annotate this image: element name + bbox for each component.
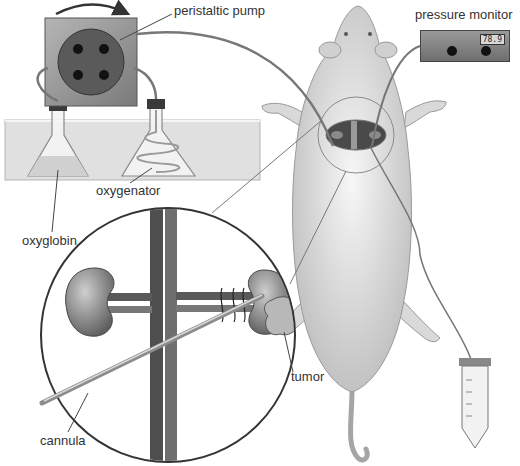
kidney <box>66 268 114 336</box>
aorta <box>150 200 163 466</box>
zoom-line <box>290 171 346 284</box>
renal-vessel <box>176 292 254 300</box>
pump-roller <box>73 70 83 80</box>
tubing <box>38 68 58 101</box>
cannula <box>42 296 262 403</box>
leader-line <box>68 393 88 432</box>
renal-vessel <box>108 306 152 313</box>
monitor-knob <box>481 46 491 56</box>
flask-stopper <box>147 99 165 109</box>
rat-tail <box>351 390 368 460</box>
tubing <box>137 32 333 146</box>
flask <box>28 110 88 176</box>
part-label: tumor <box>291 369 324 384</box>
pump-roller <box>99 44 109 54</box>
tube-cap <box>459 358 491 366</box>
flask <box>122 108 195 176</box>
inset-border <box>41 208 295 462</box>
part-label: peristaltic pump <box>174 3 265 18</box>
leader-line <box>52 170 58 232</box>
part-label: oxygenator <box>96 183 160 198</box>
cannula-highlight <box>44 295 262 401</box>
water-line <box>5 120 260 122</box>
part-label: cannula <box>40 433 86 448</box>
kidney <box>331 131 343 139</box>
rotation-arrow <box>56 4 124 14</box>
monitor-box: pressure monitor78.9 <box>420 30 510 62</box>
vena-cava <box>165 200 177 466</box>
leader-line <box>120 14 172 40</box>
rat-body <box>293 6 412 392</box>
rat-ear <box>375 42 397 58</box>
pump-rotor <box>58 29 124 95</box>
drain-line <box>370 146 472 362</box>
zoom-line <box>212 120 322 213</box>
rat-eye <box>344 32 348 36</box>
rat-ear <box>319 42 341 58</box>
pump-roller <box>99 70 109 80</box>
part-label: oxyglobin <box>22 233 77 248</box>
monitor-line <box>372 46 420 146</box>
rat-leg <box>262 103 304 128</box>
node-heading: pressure monitor <box>415 7 513 22</box>
tube-graduation <box>466 380 472 416</box>
monitor-knob <box>447 46 457 56</box>
renal-vessel <box>108 293 152 301</box>
tubing <box>134 68 156 99</box>
display-reading: 78.9 <box>480 34 505 45</box>
oxygenator-coil <box>137 110 179 172</box>
rat-leg <box>404 101 446 128</box>
pump-roller <box>73 44 83 54</box>
leader-line <box>130 168 152 183</box>
vessel <box>351 121 357 149</box>
rat-eye <box>368 32 372 36</box>
test-tube <box>462 366 488 448</box>
pump-housing <box>45 18 137 106</box>
leader-line <box>284 332 293 372</box>
